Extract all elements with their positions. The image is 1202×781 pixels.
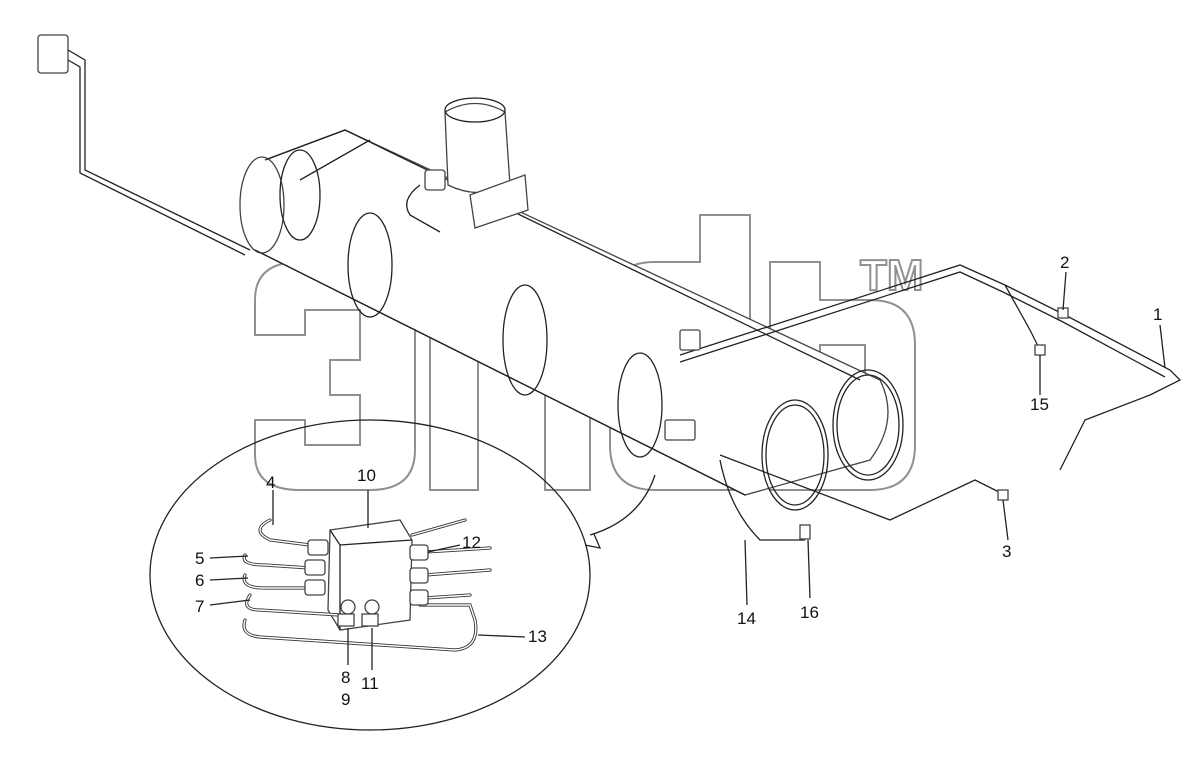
fitting-bottom-11: [364, 599, 380, 615]
tank-edge-bottom: [254, 249, 746, 496]
callout-5: 5: [195, 549, 204, 568]
detail-outline: [149, 419, 591, 731]
tank-end-left: [239, 156, 285, 254]
detail-view: [149, 419, 656, 731]
fitting-16: [799, 524, 811, 540]
callout-6: 6: [195, 571, 204, 590]
pipe-right-long-b: [679, 271, 1166, 378]
top-left-connector: [37, 34, 69, 74]
callout-8: 8: [341, 668, 350, 687]
tube-12a-inner: [411, 519, 466, 536]
callout-1: 1: [1153, 305, 1162, 324]
leader-16: [807, 539, 811, 599]
callout-3: 3: [1002, 542, 1011, 561]
fitting-right-1: [409, 544, 429, 561]
dome-valve: [424, 169, 446, 191]
tank-band-1: [279, 149, 321, 241]
ring-2-inner: [836, 374, 900, 476]
tube-12d-inner: [424, 594, 471, 599]
fitting-left-2: [304, 559, 326, 576]
watermark-trademark: TM: [860, 251, 924, 300]
callout-2: 2: [1060, 253, 1069, 272]
tank-edge-top: [264, 129, 861, 381]
tube-4-inner: [259, 519, 311, 546]
callout-7: 7: [195, 597, 204, 616]
tank-band-4: [617, 352, 663, 458]
callout-14: 14: [737, 609, 756, 628]
leader-12: [427, 544, 461, 553]
pipe-dome-to-tank: [299, 139, 371, 181]
tube-5-inner: [243, 554, 311, 569]
callout-13: 13: [528, 627, 547, 646]
leader-5: [209, 555, 249, 559]
pipe-system: [37, 34, 1182, 541]
fitting-bottom-8: [340, 599, 356, 615]
tank: [239, 129, 904, 511]
callout-4: 4: [266, 473, 275, 492]
leader-13: [477, 634, 526, 638]
pipe-to-15: [1004, 284, 1041, 351]
leader-3: [1002, 499, 1009, 541]
callout-12: 12: [462, 533, 481, 552]
pipe-top-left-b: [67, 59, 246, 256]
tank-band-2: [347, 212, 393, 318]
pipe-down-14: [719, 459, 805, 541]
tube-7-inner: [246, 594, 341, 616]
pipe-lower-right: [719, 454, 1006, 521]
callout-9: 9: [341, 690, 350, 709]
leader-2: [1062, 271, 1067, 311]
dome-pipe: [406, 184, 441, 233]
leader-7: [209, 599, 251, 606]
dome-bracket: [469, 174, 529, 229]
tube-6: [242, 573, 312, 590]
dome-unit: [406, 97, 529, 233]
leader-14: [744, 539, 748, 606]
fitting-left-1: [307, 539, 329, 556]
ring-1: [761, 399, 829, 511]
pipe-top-left: [67, 49, 251, 251]
detail-arrow: [584, 474, 656, 549]
callout-labels: 1 2 3 4 5 6 7 8 9 10 11 12 13 14 15 16: [195, 253, 1162, 709]
tube-13-inner: [243, 604, 477, 651]
fitting-left-3: [304, 579, 326, 596]
valve-block-mid: [664, 419, 696, 441]
callout-15: 15: [1030, 395, 1049, 414]
ring-2: [832, 369, 904, 481]
tube-12c-inner: [424, 569, 491, 576]
fitting-right-2: [409, 567, 429, 584]
tank-band-3: [502, 284, 548, 396]
dome-top: [444, 97, 506, 123]
valve-block-small: [679, 329, 701, 351]
fittings: [304, 539, 429, 627]
fitting-bottom-11-nut: [361, 613, 379, 627]
leader-lines: [209, 271, 1166, 670]
fitting-15: [1034, 344, 1046, 356]
ring-1-inner: [765, 404, 825, 506]
tubes-left: [242, 518, 478, 652]
fitting-3: [997, 489, 1009, 501]
tube-12b-inner: [424, 547, 491, 553]
callout-11: 11: [361, 674, 379, 693]
leader-6: [209, 577, 249, 581]
fitting-right-3: [409, 589, 429, 606]
callout-16: 16: [800, 603, 819, 622]
leader-1: [1159, 324, 1166, 369]
callout-10: 10: [357, 466, 376, 485]
fitting-bottom-8-nut: [337, 613, 355, 627]
tubes-right: [410, 518, 492, 600]
pipe-right-long: [679, 264, 1182, 471]
